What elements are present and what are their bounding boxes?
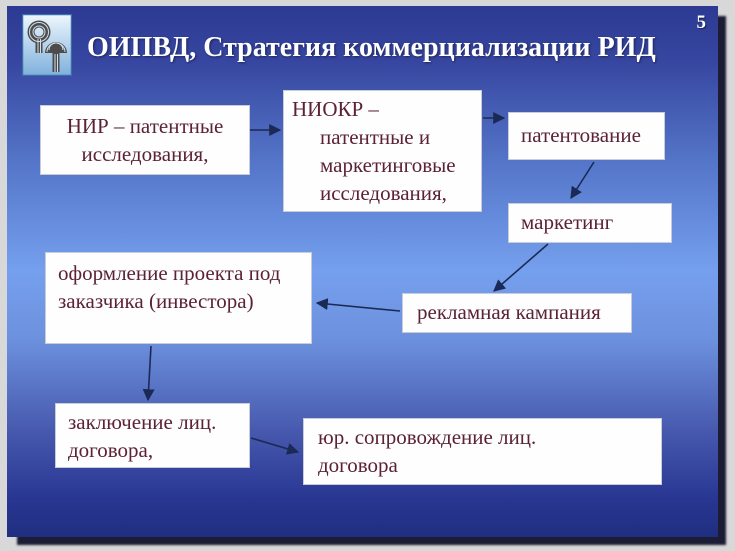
box-text-line: оформление проекта под [58, 261, 281, 285]
box-text-line: заказчика (инвестора) [58, 288, 254, 313]
arrow-zakluchenie-to-yur [250, 437, 300, 455]
box-text-line: НИОКР – [292, 97, 379, 121]
flow-box-marketing: маркетинг [508, 203, 672, 243]
flow-box-zakluchenie: заключение лиц. договора, [55, 403, 250, 468]
page-number: 5 [696, 12, 707, 33]
box-text-line: договора, [68, 437, 154, 462]
slide-title: ОИПВД, Стратегия коммерциализации РИД [87, 32, 656, 63]
box-text-line: заключение лиц. [68, 410, 217, 434]
box-text-line: договора [318, 452, 398, 477]
flow-box-nir: НИР – патентные исследования, [40, 105, 250, 175]
box-text-line: патентные и [320, 124, 431, 149]
box-text-line: патентование [521, 123, 641, 147]
flow-box-reklama: рекламная кампания [402, 293, 632, 333]
box-text-line: исследования, [81, 141, 209, 166]
flow-box-yur: юр. сопровождение лиц. договора [303, 418, 662, 485]
flow-box-niokr: НИОКР – патентные и маркетинговые исслед… [283, 90, 482, 212]
arrow-reklama-to-oformlenie [315, 298, 401, 312]
org-logo-icon [22, 14, 72, 76]
flow-box-patentovanie: патентование [508, 112, 665, 160]
slide: ОИПВД, Стратегия коммерциализации РИД 5 … [7, 6, 718, 537]
box-text-line: исследования, [320, 180, 447, 205]
box-text-line: НИР – патентные [66, 114, 224, 138]
box-text-line: маркетинговые [320, 152, 456, 177]
arrow-oformlenie-to-zakluchenie [142, 345, 155, 402]
flow-box-oformlenie: оформление проекта под заказчика (инвест… [45, 252, 312, 344]
flow-arrows [142, 112, 595, 455]
box-text-line: рекламная кампания [417, 300, 601, 324]
box-text-line: маркетинг [521, 210, 614, 234]
arrow-marketing-to-reklama [493, 243, 549, 292]
box-text-line: юр. сопровождение лиц. [318, 425, 537, 449]
arrow-patentovanie-to-marketing [570, 161, 595, 200]
